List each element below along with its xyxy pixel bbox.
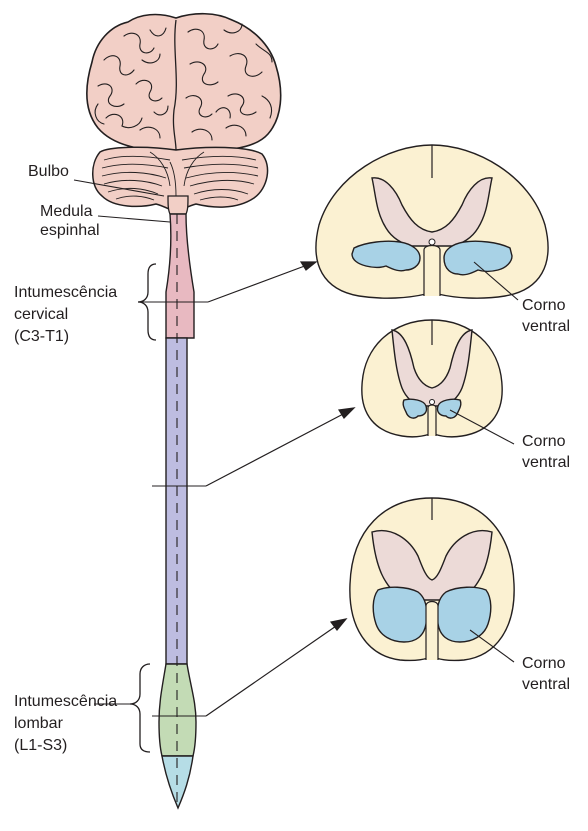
cerebrum-midline <box>172 19 177 151</box>
label-corno2-line1: Corno <box>522 433 566 450</box>
arrow-head-cervical <box>299 261 318 271</box>
label-bulbo: Bulbo <box>28 163 69 180</box>
label-corno1-line2: ventral <box>522 318 571 335</box>
brain <box>85 12 282 215</box>
gray-matter <box>391 329 473 407</box>
label-lombar-line1: Intumescência <box>14 693 118 710</box>
brainstem <box>167 195 189 215</box>
ventral-horn-right <box>436 586 492 643</box>
label-cervical-line1: Intumescência <box>14 284 118 301</box>
cross-section-thoracic <box>361 319 503 438</box>
ventral-horn-left <box>402 398 428 419</box>
label-cervical-line3: (C3-T1) <box>14 328 70 345</box>
cross-section-lumbar <box>349 497 515 662</box>
lumbar-bracket <box>129 663 151 753</box>
cerebrum-gyri <box>94 23 273 141</box>
ventral-fissure <box>425 600 439 660</box>
ventral-horn-left <box>372 586 428 643</box>
cross-section-cervical <box>315 144 549 299</box>
ventral-fissure <box>427 404 437 436</box>
label-corno3-line1: Corno <box>522 655 566 672</box>
label-medula-line1: Medula <box>40 203 93 220</box>
leader-lines <box>73 179 208 717</box>
corno-leader-lines <box>449 261 519 663</box>
brackets <box>129 263 157 753</box>
arrow-head-lumbar <box>329 618 348 631</box>
ventral-fissure <box>423 244 441 296</box>
label-corno3-line2: ventral <box>522 676 571 693</box>
label-medula-line2: espinhal <box>40 222 100 239</box>
arrows <box>205 261 356 717</box>
label-cervical-line2: cervical <box>14 306 69 323</box>
arrow-head-thoracic <box>337 407 356 419</box>
spinal-cord <box>158 213 197 810</box>
cerebellum-folia <box>101 151 259 201</box>
label-corno1-line1: Corno <box>522 297 566 314</box>
cord-cervical-segment <box>165 213 195 339</box>
cerebrum <box>85 12 282 152</box>
ventral-horn-right <box>436 398 462 419</box>
label-lombar-line2: lombar <box>14 715 63 732</box>
ventral-horn-left <box>351 240 421 272</box>
central-canal-1 <box>428 238 436 246</box>
ventral-horn-right <box>443 240 513 276</box>
central-canal-2 <box>429 399 435 405</box>
label-lombar-line3: (L1-S3) <box>14 737 68 754</box>
label-corno2-line2: ventral <box>522 454 571 471</box>
gray-matter <box>371 177 493 247</box>
